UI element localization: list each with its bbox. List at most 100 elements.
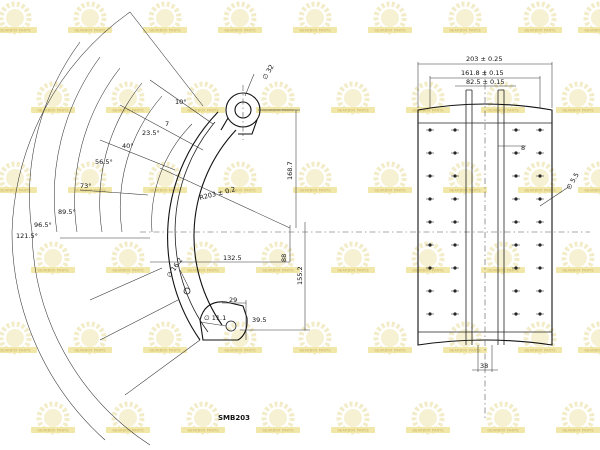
- watermark-text: GEARBOX PARTS: [112, 269, 144, 273]
- dim-ext-rivet-outer: [429, 76, 541, 108]
- watermark-text: GEARBOX PARTS: [584, 349, 600, 353]
- watermark-banner: [578, 347, 600, 353]
- watermark-text: GEARBOX PARTS: [0, 349, 31, 353]
- watermark-layer: GEARBOX PARTS GEARBOX PARTS GEARBOX PARTS G…: [0, 1, 600, 435]
- watermark-banner: [331, 107, 375, 113]
- dim-label-spacing: 38: [480, 362, 488, 370]
- watermark-gear-core: [6, 169, 24, 187]
- watermark-gear-core: [569, 89, 587, 107]
- arc-40: [99, 82, 143, 233]
- watermark-gear: GEARBOX PARTS: [31, 241, 75, 275]
- watermark-gear-core: [156, 329, 174, 347]
- front-view: [417, 62, 571, 420]
- watermark-gear-core: [269, 249, 287, 267]
- watermark-banner: [218, 27, 262, 33]
- watermark-text: GEARBOX PARTS: [112, 109, 144, 113]
- watermark-gear: GEARBOX PARTS: [368, 161, 412, 195]
- watermark-text: GEARBOX PARTS: [262, 109, 294, 113]
- watermark-gear-core: [456, 329, 474, 347]
- watermark-gear: GEARBOX PARTS: [481, 81, 525, 115]
- watermark-banner: [443, 187, 487, 193]
- shoe-outer-arc: [167, 111, 219, 341]
- watermark-text: GEARBOX PARTS: [149, 189, 181, 193]
- watermark-banner: [31, 267, 75, 273]
- watermark-gear: GEARBOX PARTS: [68, 321, 112, 355]
- watermark-banner: [368, 187, 412, 193]
- dim-label-155: 155.2: [296, 266, 304, 285]
- watermark-gear: GEARBOX PARTS: [556, 401, 600, 435]
- dim-label-39: 39.5: [252, 316, 266, 324]
- watermark-text: GEARBOX PARTS: [584, 189, 600, 193]
- angle-label-56: 56.5°: [95, 158, 113, 166]
- rivet-hole-small: [183, 287, 191, 295]
- watermark-gear-core: [591, 9, 600, 27]
- watermark-banner: [331, 427, 375, 433]
- watermark-text: GEARBOX PARTS: [562, 269, 594, 273]
- watermark-gear: GEARBOX PARTS: [518, 1, 562, 35]
- watermark-gear-core: [44, 409, 62, 427]
- watermark-gear: GEARBOX PARTS: [293, 321, 337, 355]
- watermark-gear-core: [306, 169, 324, 187]
- watermark-gear: GEARBOX PARTS: [481, 401, 525, 435]
- watermark-banner: [106, 267, 150, 273]
- watermark-text: GEARBOX PARTS: [224, 189, 256, 193]
- dim-label-web-width: 8: [521, 144, 525, 152]
- watermark-text: GEARBOX PARTS: [337, 109, 369, 113]
- dim-label-7: 7: [165, 120, 169, 128]
- dim-16-leader: [179, 269, 191, 291]
- watermark-gear-core: [306, 9, 324, 27]
- watermark-text: GEARBOX PARTS: [449, 189, 481, 193]
- dim-32-leader: [244, 73, 255, 97]
- watermark-gear-core: [419, 249, 437, 267]
- ext-line-3: [119, 104, 204, 151]
- watermark-banner: [68, 27, 112, 33]
- watermark-text: GEARBOX PARTS: [524, 349, 556, 353]
- watermark-banner: [443, 347, 487, 353]
- watermark-banner: [556, 267, 600, 273]
- watermark-gear: GEARBOX PARTS: [0, 321, 37, 355]
- watermark-gear-teeth: [583, 321, 600, 355]
- watermark-banner: [256, 267, 300, 273]
- watermark-gear: GEARBOX PARTS: [406, 241, 450, 275]
- watermark-gear-core: [569, 249, 587, 267]
- dim-ext-spacing: [477, 345, 493, 372]
- watermark-gear-core: [306, 329, 324, 347]
- watermark-gear-core: [81, 329, 99, 347]
- watermark-gear: GEARBOX PARTS: [443, 161, 487, 195]
- watermark-gear-core: [456, 169, 474, 187]
- watermark-banner: [143, 27, 187, 33]
- watermark-text: GEARBOX PARTS: [187, 429, 219, 433]
- watermark-banner: [481, 107, 525, 113]
- watermark-text: GEARBOX PARTS: [0, 189, 31, 193]
- watermark-text: GEARBOX PARTS: [449, 349, 481, 353]
- shoe-table-arc: [174, 121, 216, 333]
- boss-web-right: [238, 119, 258, 135]
- watermark-banner: [256, 427, 300, 433]
- dim-ext-overall: [417, 62, 553, 108]
- watermark-gear-core: [81, 9, 99, 27]
- watermark-gear-core: [494, 249, 512, 267]
- watermark-banner: [143, 347, 187, 353]
- boss-web-left: [220, 117, 229, 131]
- watermark-banner: [0, 27, 37, 33]
- watermark-gear-core: [591, 329, 600, 347]
- watermark-text: GEARBOX PARTS: [374, 29, 406, 33]
- watermark-gear-teeth: [583, 161, 600, 195]
- ext-line-7: [89, 267, 163, 301]
- watermark-text: GEARBOX PARTS: [37, 269, 69, 273]
- watermark-gear: GEARBOX PARTS: [106, 401, 150, 435]
- watermark-gear-core: [194, 409, 212, 427]
- ext-line-8: [99, 299, 179, 341]
- watermark-banner: [218, 347, 262, 353]
- watermark-banner: [218, 187, 262, 193]
- watermark-gear-core: [44, 249, 62, 267]
- arc-96: [29, 41, 151, 446]
- watermark-banner: [68, 347, 112, 353]
- watermark-banner: [518, 27, 562, 33]
- angle-label-73: 73°: [80, 182, 92, 190]
- watermark-gear-core: [494, 409, 512, 427]
- watermark-text: GEARBOX PARTS: [412, 109, 444, 113]
- watermark-gear: GEARBOX PARTS: [578, 1, 600, 35]
- watermark-gear-core: [591, 169, 600, 187]
